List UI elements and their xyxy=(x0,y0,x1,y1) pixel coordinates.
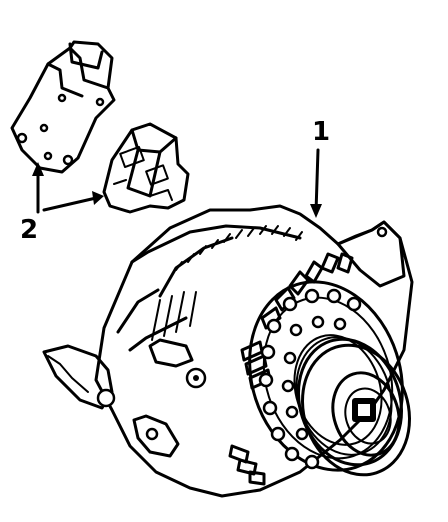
callout-1-leader xyxy=(310,148,322,218)
brush-holder-block xyxy=(102,122,190,214)
brush-bracket-plate xyxy=(10,40,116,174)
callout-1-label: 1 xyxy=(312,117,330,147)
alternator-fan xyxy=(248,280,404,472)
callout-2-leaders xyxy=(32,162,104,214)
alternator-pulley xyxy=(293,334,411,477)
alternator-housing xyxy=(42,204,414,498)
callout-2-label: 2 xyxy=(20,215,38,245)
